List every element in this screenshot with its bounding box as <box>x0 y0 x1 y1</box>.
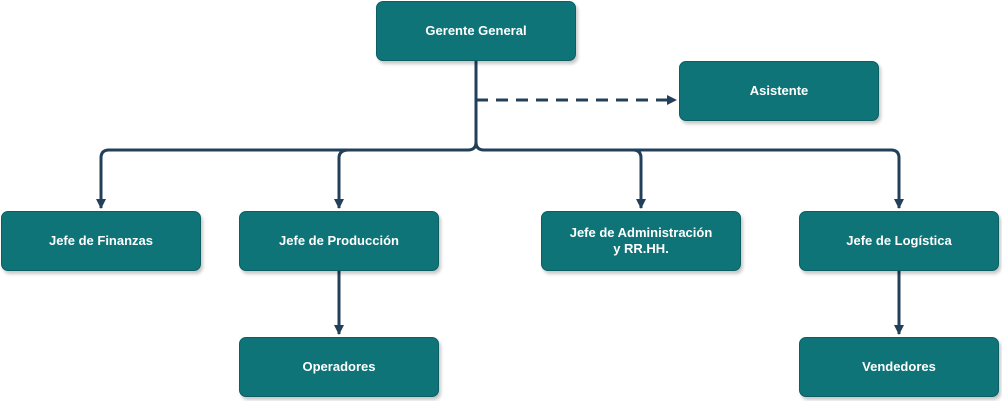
node-asistente[interactable]: Asistente <box>679 61 879 121</box>
node-label-group: Jefe de Administración y RR.HH. <box>570 225 713 257</box>
node-label: Jefe de Producción <box>279 233 399 248</box>
node-operadores[interactable]: Operadores <box>239 337 439 397</box>
node-label-line-2: y RR.HH. <box>613 241 669 256</box>
edge-gerente-trunk <box>96 61 478 209</box>
node-vendedores[interactable]: Vendedores <box>799 337 999 397</box>
node-label: Gerente General <box>425 23 527 38</box>
node-label: Asistente <box>749 83 809 98</box>
node-jefe-finanzas[interactable]: Jefe de Finanzas <box>1 211 201 271</box>
node-label-line-1: Jefe de Administración <box>569 225 713 240</box>
edge-gerente-admin <box>474 141 646 209</box>
node-jefe-produccion[interactable]: Jefe de Producción <box>239 211 439 271</box>
node-jefe-logistica[interactable]: Jefe de Logística <box>799 211 999 271</box>
node-jefe-administracion[interactable]: Jefe de Administración y RR.HH. <box>541 211 741 271</box>
edge-gerente-logistica <box>633 148 904 209</box>
node-label: Vendedores <box>862 359 936 374</box>
edge-gerente-produccion <box>334 148 350 209</box>
node-gerente-general[interactable]: Gerente General <box>376 1 576 61</box>
node-label: Jefe de Finanzas <box>48 233 154 248</box>
node-label: Jefe de Logística <box>846 233 952 248</box>
node-label: Operadores <box>302 359 376 374</box>
